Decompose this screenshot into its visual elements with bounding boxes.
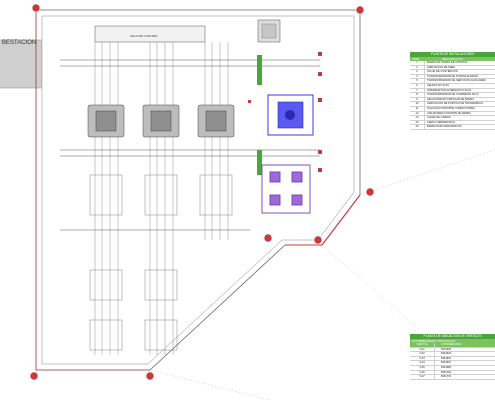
- coords-table-header: PLANTA DE UBICACION DE VERTICES: [410, 334, 495, 339]
- legend-table-header: PLANTA DE INSTALACIONES: [410, 52, 495, 57]
- coords-row-coord: 8461715: [441, 375, 452, 379]
- coords-row: V-02 8461620: [410, 352, 495, 357]
- coords-row-coord: 8461560: [441, 347, 452, 351]
- coords-row-coord: 8461691: [441, 356, 452, 360]
- coords-col-coord: COORDENADAS: [441, 343, 462, 346]
- coords-row: V-05 8461680: [410, 365, 495, 371]
- coords-row: V-06 8461702: [410, 370, 495, 376]
- coords-table: PLANTA DE UBICACION DE VERTICES COORDENA…: [410, 334, 495, 380]
- station-label: BESTACION: [2, 40, 36, 46]
- coords-row-vertex: V-01: [410, 347, 435, 352]
- legend-row-desc: INTERRUPTOR ALTERNATIVO 60 kV: [427, 88, 472, 92]
- legend-row-desc: BARRA PARA PARARRAYOS: [427, 125, 462, 129]
- legend-row-item: 11: [410, 106, 425, 111]
- coords-table-subheader: COORDENADAS UTM WGS 84: [410, 339, 495, 343]
- coords-row-vertex: V-06: [410, 370, 435, 375]
- coords-row: V-03 8461691: [410, 356, 495, 362]
- coords-row-vertex: V-04: [410, 361, 435, 365]
- vertex-markers: [29, 3, 375, 381]
- coords-row-coord: 8461680: [441, 365, 452, 369]
- coords-row: V-07 8461715: [410, 375, 495, 380]
- lower-yard-structures: [89, 174, 233, 351]
- legend-row-desc: SOLUCION SOPORTE CONDUCTORES: [427, 106, 475, 110]
- coords-col-vertex: VERTICE: [410, 343, 435, 347]
- coords-row-vertex: V-07: [410, 375, 435, 379]
- legend-row-item: 2: [410, 65, 425, 70]
- legend-row-desc: BARRA DE TIERRA DE CONTROL: [427, 61, 468, 64]
- perimeter-fence: [35, 9, 361, 371]
- legend-row-item: 5: [410, 79, 425, 83]
- control-building: [94, 19, 281, 43]
- legend-row-desc: TALUD DE CONTENCION: [427, 70, 458, 74]
- legend-row-desc: TRANSFORMADOR DE POTENCIA 60MVA: [427, 74, 479, 78]
- legend-row-item: 10: [410, 102, 425, 106]
- property-boundary: [35, 10, 361, 371]
- legend-row-desc: CERCO PERIMETRICO: [427, 120, 456, 124]
- new-transformer: [267, 94, 314, 136]
- coords-row-vertex: V-03: [410, 356, 435, 361]
- control-building-label: SALA DE CONTROL: [130, 34, 158, 38]
- legend-row-item: 1: [410, 61, 425, 65]
- legend-row-desc: AISLADORES SOPORTE DE BARRA: [427, 111, 471, 115]
- legend-row-item: 14: [410, 120, 425, 125]
- coords-row-coord: 8461702: [441, 370, 452, 374]
- property-lines: [149, 149, 495, 400]
- legend-row-desc: AMPLIACION DE PORTICO DE TRANSMISION: [427, 102, 483, 106]
- coords-row: V-01 8461560: [410, 347, 495, 353]
- feeder-lines: [94, 42, 229, 355]
- legend-row-item: 6: [410, 83, 425, 88]
- legend-row-item: 4: [410, 74, 425, 79]
- new-bay-equipment: [261, 164, 311, 214]
- legend-row-item: 12: [410, 111, 425, 116]
- legend-row-item: 7: [410, 88, 425, 93]
- legend-subheader-item: ITEM: [412, 57, 420, 61]
- busbars: [60, 59, 320, 231]
- coords-row: V-04 8461697: [410, 361, 495, 366]
- legend-row-item: 9: [410, 97, 425, 102]
- legend-row-item: 8: [410, 93, 425, 97]
- coords-row-vertex: V-02: [410, 352, 435, 356]
- coords-row-coord: 8461620: [441, 352, 452, 356]
- legend-row-desc: TRANSFORMADOR DE CORRIENTE 60 kV: [427, 93, 479, 97]
- legend-row-item: 3: [410, 70, 425, 74]
- legend-row-item: 15: [410, 125, 425, 129]
- legend-row-desc: AMPLIACION DE SSEE: [427, 65, 455, 69]
- legend-row-desc: CANAL DE CABLES: [427, 116, 451, 120]
- legend-subheader-desc: DESCRIPCION: [442, 57, 463, 61]
- power-transformers: [87, 104, 235, 138]
- equipment-markers: [248, 52, 322, 172]
- coords-row-coord: 8461697: [441, 361, 452, 365]
- coords-row-vertex: V-05: [410, 365, 435, 370]
- legend-table-subheader: ITEM DESCRIPCION: [410, 57, 495, 61]
- legend-row-desc: TRANSFORMADOR DE SERVICIOS AUXILIARES: [427, 79, 486, 83]
- green-highlight-bars: [257, 55, 262, 175]
- legend-row-item: 13: [410, 116, 425, 120]
- legend-table: PLANTA DE INSTALACIONES ITEM DESCRIPCION…: [410, 52, 495, 130]
- legend-row-desc: CELDAS MT 23 kV: [427, 83, 450, 87]
- legend-row-desc: SECCIONADOR TRIPOLAR DE BARRA: [427, 97, 474, 101]
- access-road: [0, 39, 42, 89]
- coords-table-colheaders: VERTICE COORDENADAS: [410, 343, 495, 348]
